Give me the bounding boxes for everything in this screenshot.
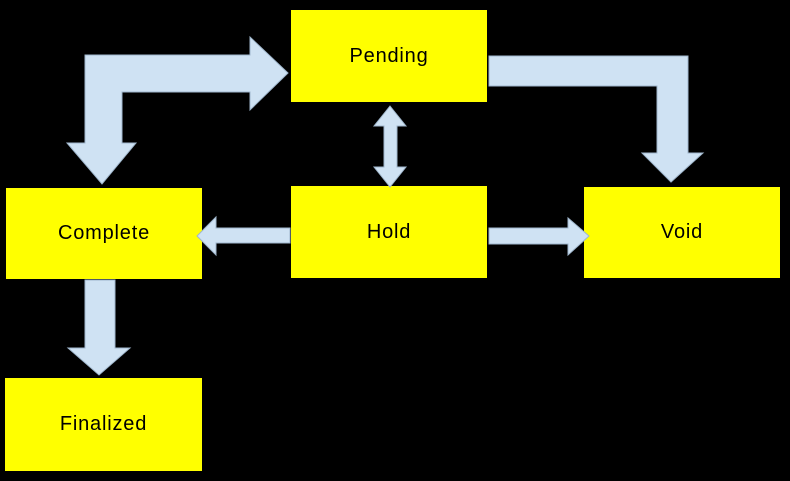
- arrow-pending-to-void-icon: [488, 55, 705, 183]
- arrow-hold-to-complete-icon: [196, 215, 291, 257]
- node-pending: Pending: [290, 9, 488, 103]
- node-void: Void: [583, 186, 781, 279]
- arrow-hold-to-void-icon: [488, 216, 590, 257]
- node-hold: Hold: [290, 185, 488, 279]
- node-hold-label: Hold: [366, 220, 412, 243]
- arrow-pending-hold-bidirectional-icon: [372, 105, 408, 188]
- node-finalized-label: Finalized: [59, 413, 148, 435]
- node-pending-label: Pending: [349, 44, 429, 67]
- node-complete: Complete: [5, 187, 203, 280]
- arrow-complete-to-finalized-icon: [66, 279, 132, 376]
- node-complete-label: Complete: [58, 222, 150, 244]
- arrow-complete-pending-bidirectional-icon: [65, 35, 289, 185]
- node-finalized: Finalized: [4, 377, 203, 472]
- node-void-label: Void: [660, 221, 704, 243]
